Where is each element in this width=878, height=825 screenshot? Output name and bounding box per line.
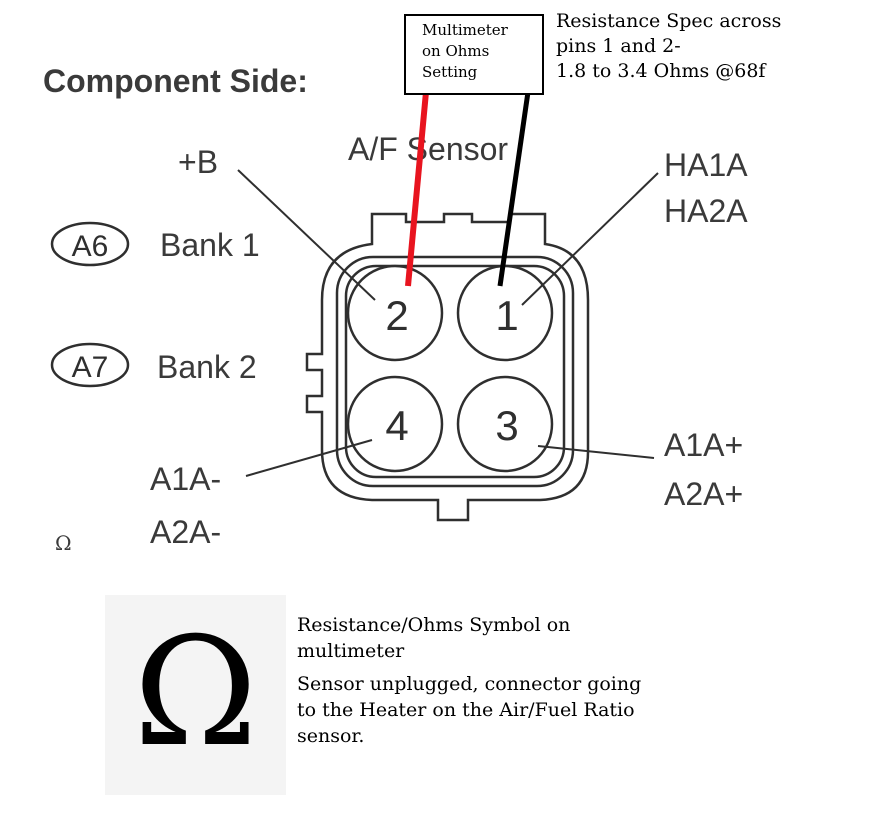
bank-2-badge [50, 342, 130, 388]
connector-housing [305, 212, 590, 522]
label-ha1a: HA1A [664, 147, 748, 183]
spec-line-2: pins 1 and 2- [556, 35, 681, 57]
bank-1-code: A6 [72, 230, 109, 263]
spec-line-3: 1.8 to 3.4 Ohms @68f [556, 60, 766, 82]
omega-icon: Ω [133, 606, 258, 780]
pin-2-number: 2 [385, 292, 408, 339]
pin-3-number: 3 [495, 402, 518, 449]
bank-1-label: Bank 1 [160, 227, 260, 263]
pin-1-number: 1 [495, 292, 518, 339]
leader-b-plus [237, 169, 376, 301]
omega-symbol-panel: Ω [105, 595, 286, 795]
label-a2a-minus: A2A- [150, 514, 221, 550]
bank-1-badge [50, 221, 130, 267]
multimeter-note: Multimeter on Ohms Setting [422, 20, 542, 83]
omega-note: Sensor unplugged, connector going to the… [297, 673, 642, 747]
black-probe-lead [497, 91, 531, 287]
leader-a1a-minus [245, 439, 373, 477]
leader-ha1a [521, 172, 659, 306]
resistance-spec-note: Resistance Spec across pins 1 and 2- 1.8… [556, 9, 856, 84]
bank-2-label: Bank 2 [157, 349, 257, 385]
pin-4-number: 4 [385, 402, 408, 449]
leader-a1a-plus [537, 445, 655, 459]
multimeter-note-box: Multimeter on Ohms Setting [404, 14, 544, 95]
omega-caption: Resistance/Ohms Symbol on multimeter [297, 614, 571, 662]
diagram-heading: Component Side: [43, 63, 308, 99]
label-a1a-plus: A1A+ [664, 427, 743, 463]
sensor-label: A/F Sensor [348, 131, 508, 167]
stray-glyph: Ω [55, 531, 72, 555]
label-b-plus: +B [178, 144, 218, 180]
red-probe-lead [405, 91, 429, 287]
multimeter-note-line-3: Setting [422, 63, 478, 81]
label-a2a-plus: A2A+ [664, 476, 743, 512]
multimeter-note-line-1: Multimeter [422, 21, 508, 39]
bank-2-code: A7 [72, 351, 109, 384]
multimeter-note-line-2: on Ohms [422, 42, 490, 60]
label-a1a-minus: A1A- [150, 461, 221, 497]
pin-cavities [346, 264, 554, 473]
spec-line-1: Resistance Spec across [556, 10, 782, 32]
label-ha2a: HA2A [664, 193, 748, 229]
pin-3-cavity [456, 375, 554, 473]
leader-lines [237, 169, 659, 477]
omega-description: Resistance/Ohms Symbol on multimeter Sen… [297, 612, 657, 756]
pin-2-cavity [346, 264, 444, 362]
pin-4-cavity [346, 375, 444, 473]
